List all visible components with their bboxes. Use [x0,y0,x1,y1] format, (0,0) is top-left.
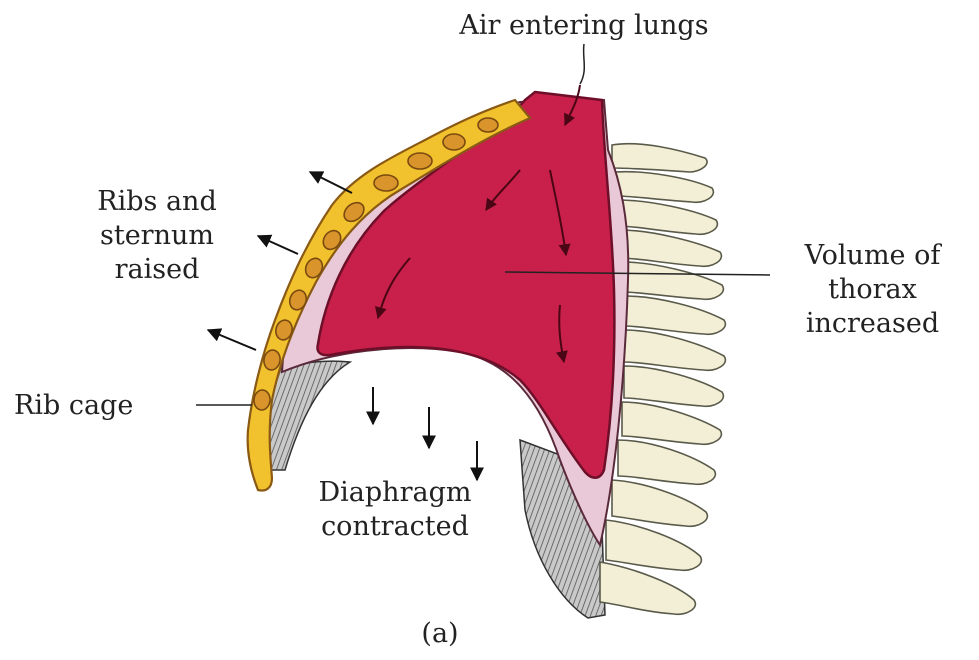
ribs-label-line3: raised [62,254,252,285]
outward-arrow [258,236,298,254]
rib-cage-label: Rib cage [14,390,133,421]
volume-label-line1: Volume of [770,240,975,271]
outward-arrow [208,330,256,350]
volume-label-line2: thorax [770,274,975,305]
diaphragm-arrows [373,387,477,480]
outward-arrow [310,172,352,193]
volume-label-line3: increased [770,308,975,339]
air-leader [580,44,584,84]
diaphragm-label-line2: contracted [280,511,510,542]
diaphragm-label-line1: Diaphragm [280,477,510,508]
ribs-label-line2: sternum [62,220,252,251]
ribs-label-line1: Ribs and [62,186,252,217]
air-entering-label: Air entering lungs [404,10,764,41]
figure-caption: (a) [400,618,480,649]
